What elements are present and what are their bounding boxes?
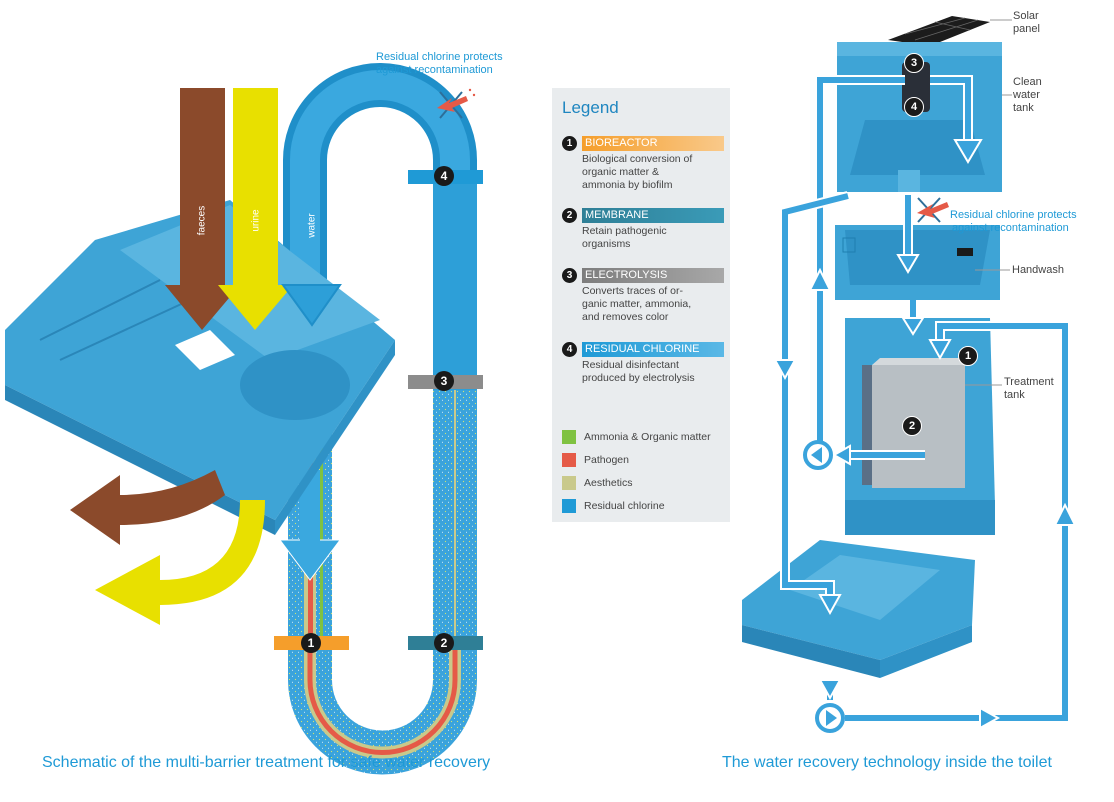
swatch-color <box>562 453 576 467</box>
chlorine-barrier-icon <box>437 88 476 119</box>
stage-marker-3-left: 3 <box>434 371 454 391</box>
legend-heading: RESIDUAL CHLORINE <box>582 342 724 357</box>
legend-number: 4 <box>562 342 577 357</box>
stage-marker-2-right: 2 <box>902 416 922 436</box>
right-flow-lines <box>780 75 1070 723</box>
right-flow-arrowheads <box>773 139 1077 730</box>
legend-heading: BIOREACTOR <box>582 136 724 151</box>
stage-marker-1-right: 1 <box>958 346 978 366</box>
faeces-outflow-arrow <box>70 470 225 545</box>
stage-marker-4-left: 4 <box>434 166 454 186</box>
chlorine-note-left: Residual chlorine protects against recon… <box>376 51 503 76</box>
stage-marker-4-right: 4 <box>904 97 924 117</box>
faeces-arrow <box>165 88 240 330</box>
legend-heading: MEMBRANE <box>582 208 724 223</box>
legend-title: Legend <box>562 98 619 117</box>
stage-marker-1-left: 1 <box>301 633 321 653</box>
swatch-label: Residual chlorine <box>584 500 665 512</box>
legend-number: 2 <box>562 208 577 223</box>
water-loop <box>279 63 477 775</box>
solar-panel <box>888 16 990 46</box>
stage-marker-2-left: 2 <box>434 633 454 653</box>
water-label: water <box>306 213 318 238</box>
handwash-unit <box>835 225 1000 300</box>
caption-left: Schematic of the multi-barrier treatment… <box>42 754 491 771</box>
water-inflow-arrowhead <box>281 284 342 327</box>
treatment-tank-label: Treatment tank <box>1004 376 1054 401</box>
swatch-color <box>562 499 576 513</box>
legend-description: Converts traces of or- ganic matter, amm… <box>582 285 692 323</box>
urine-label: urine <box>250 209 262 232</box>
legend-number: 1 <box>562 136 577 151</box>
toilet-pan-right <box>742 540 975 678</box>
clean-water-tank-label: Clean water tank <box>1013 76 1042 114</box>
caption-right: The water recovery technology inside the… <box>722 754 1052 771</box>
swatch-label: Pathogen <box>584 454 629 466</box>
legend: Legend 1 BIOREACTOR Biological conversio… <box>552 88 730 522</box>
legend-description: Biological conversion of organic matter … <box>582 153 693 191</box>
swatch-color <box>562 430 576 444</box>
faeces-label: faeces <box>196 205 208 236</box>
legend-number: 3 <box>562 268 577 283</box>
swatch-label: Ammonia & Organic matter <box>584 431 711 443</box>
stage-marker-3-right: 3 <box>904 53 924 73</box>
swatch-color <box>562 476 576 490</box>
pump-lower-icon <box>815 703 845 733</box>
urine-arrow <box>218 88 293 330</box>
handwash-label: Handwash <box>1012 264 1064 276</box>
swatch-label: Aesthetics <box>584 477 633 489</box>
chlorine-note-right: Residual chlorine protects against recon… <box>950 209 1077 234</box>
legend-description: Residual disinfectant produced by electr… <box>582 359 695 384</box>
chlorine-barrier-icon-right <box>917 197 949 223</box>
solar-panel-label: Solar panel <box>1013 10 1040 35</box>
pump-upper-icon <box>803 440 833 470</box>
urine-outflow-arrow <box>95 500 265 625</box>
legend-heading: ELECTROLYSIS <box>582 268 724 283</box>
legend-description: Retain pathogenic organisms <box>582 225 667 250</box>
